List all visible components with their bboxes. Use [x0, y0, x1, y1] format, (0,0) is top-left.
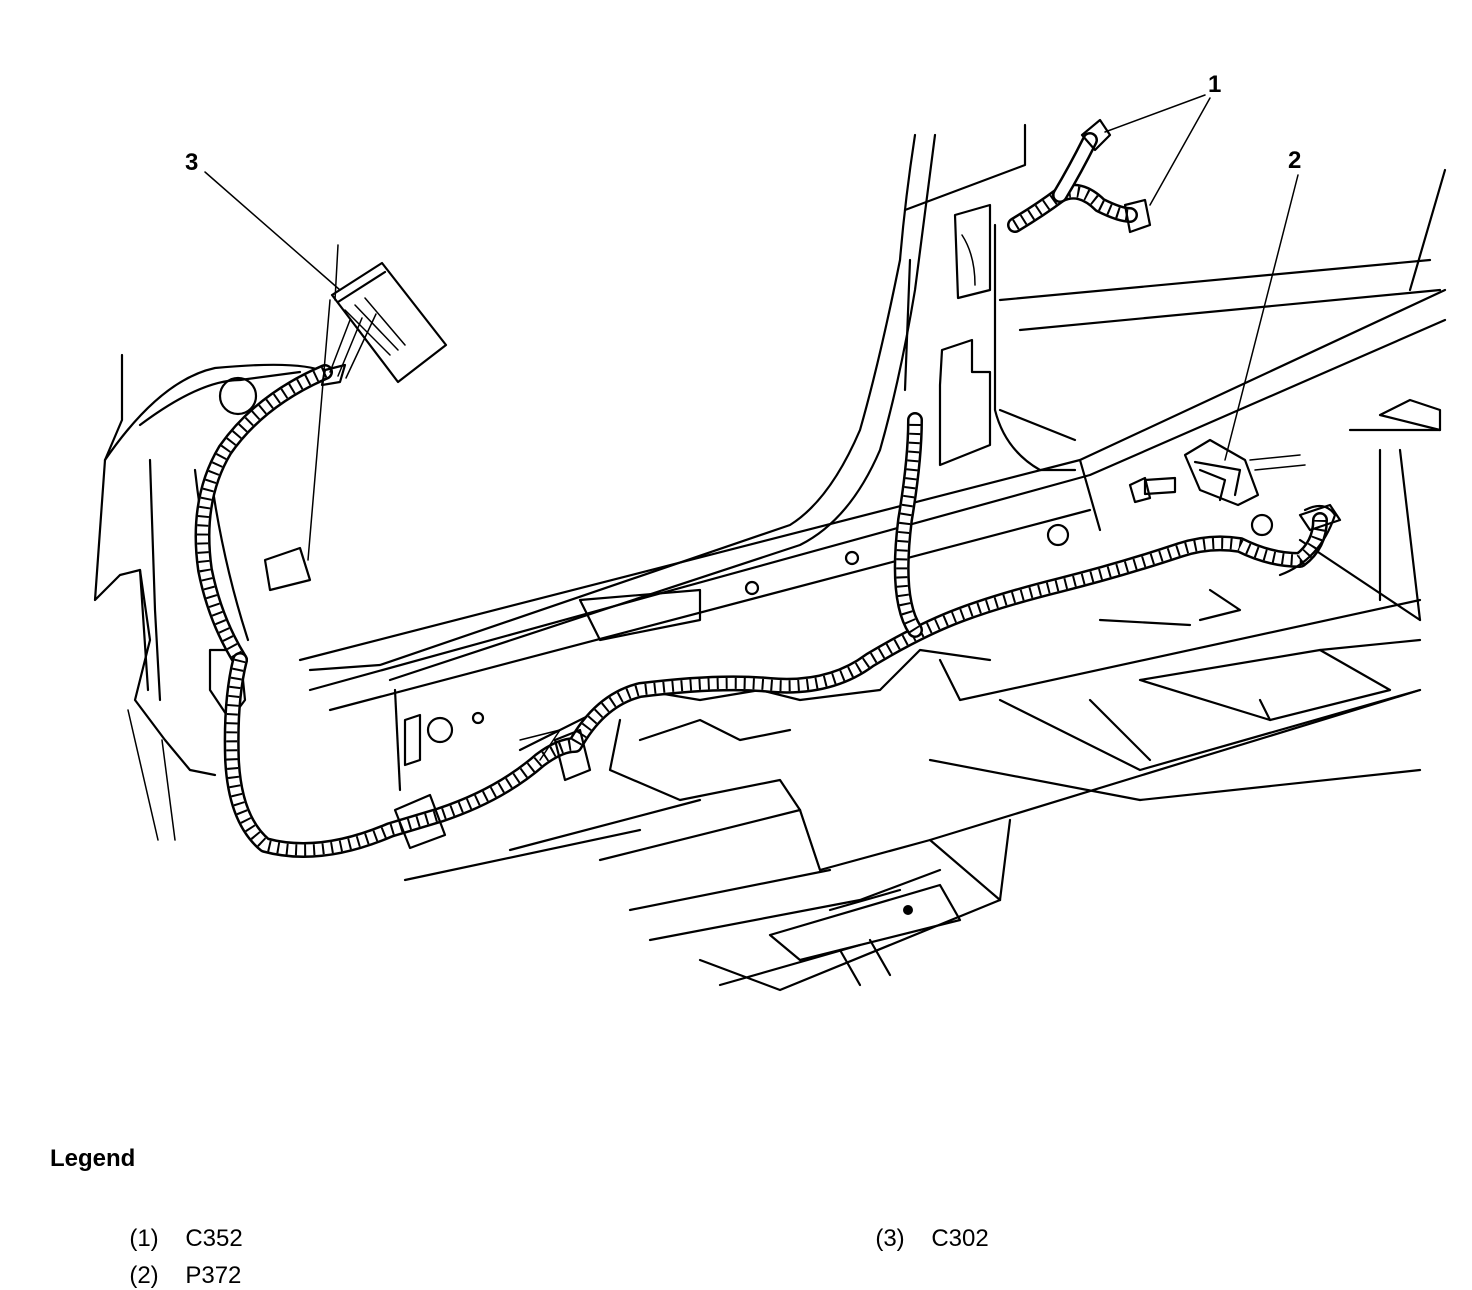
- legend-item-3-label: C302: [931, 1225, 989, 1252]
- legend-item-1: (1) C352: [116, 1197, 243, 1253]
- pillar: [308, 123, 1077, 682]
- callout-1-group: 1: [1104, 71, 1221, 206]
- legend-item-2-number: (2): [129, 1262, 159, 1289]
- connector-c302: [320, 244, 448, 387]
- legend-item-1-label: C352: [185, 1225, 243, 1252]
- connector-c352: [1007, 118, 1152, 234]
- legend-item-3: (3) C302: [862, 1197, 989, 1253]
- callout-3: 3: [185, 149, 198, 176]
- main-harness: [223, 412, 1342, 858]
- legend-item-3-number: (3): [875, 1225, 905, 1252]
- floor-pan: [403, 538, 1422, 992]
- legend-item-2-label: P372: [185, 1262, 242, 1289]
- legend-item-2: (2) P372: [116, 1234, 241, 1290]
- callout-2: 2: [1288, 147, 1301, 174]
- wheelhouse-harness: [194, 364, 333, 668]
- rocker-panel: [298, 168, 1447, 792]
- callout-2-group: 2: [1224, 147, 1301, 461]
- callout-3-group: 3: [185, 149, 341, 561]
- connector-p372: [1128, 438, 1337, 577]
- harness-routing-diagram: 3: [93, 71, 1447, 992]
- callout-1: 1: [1208, 71, 1221, 98]
- legend-title: Legend: [50, 1145, 136, 1172]
- legend-item-1-number: (1): [129, 1225, 159, 1252]
